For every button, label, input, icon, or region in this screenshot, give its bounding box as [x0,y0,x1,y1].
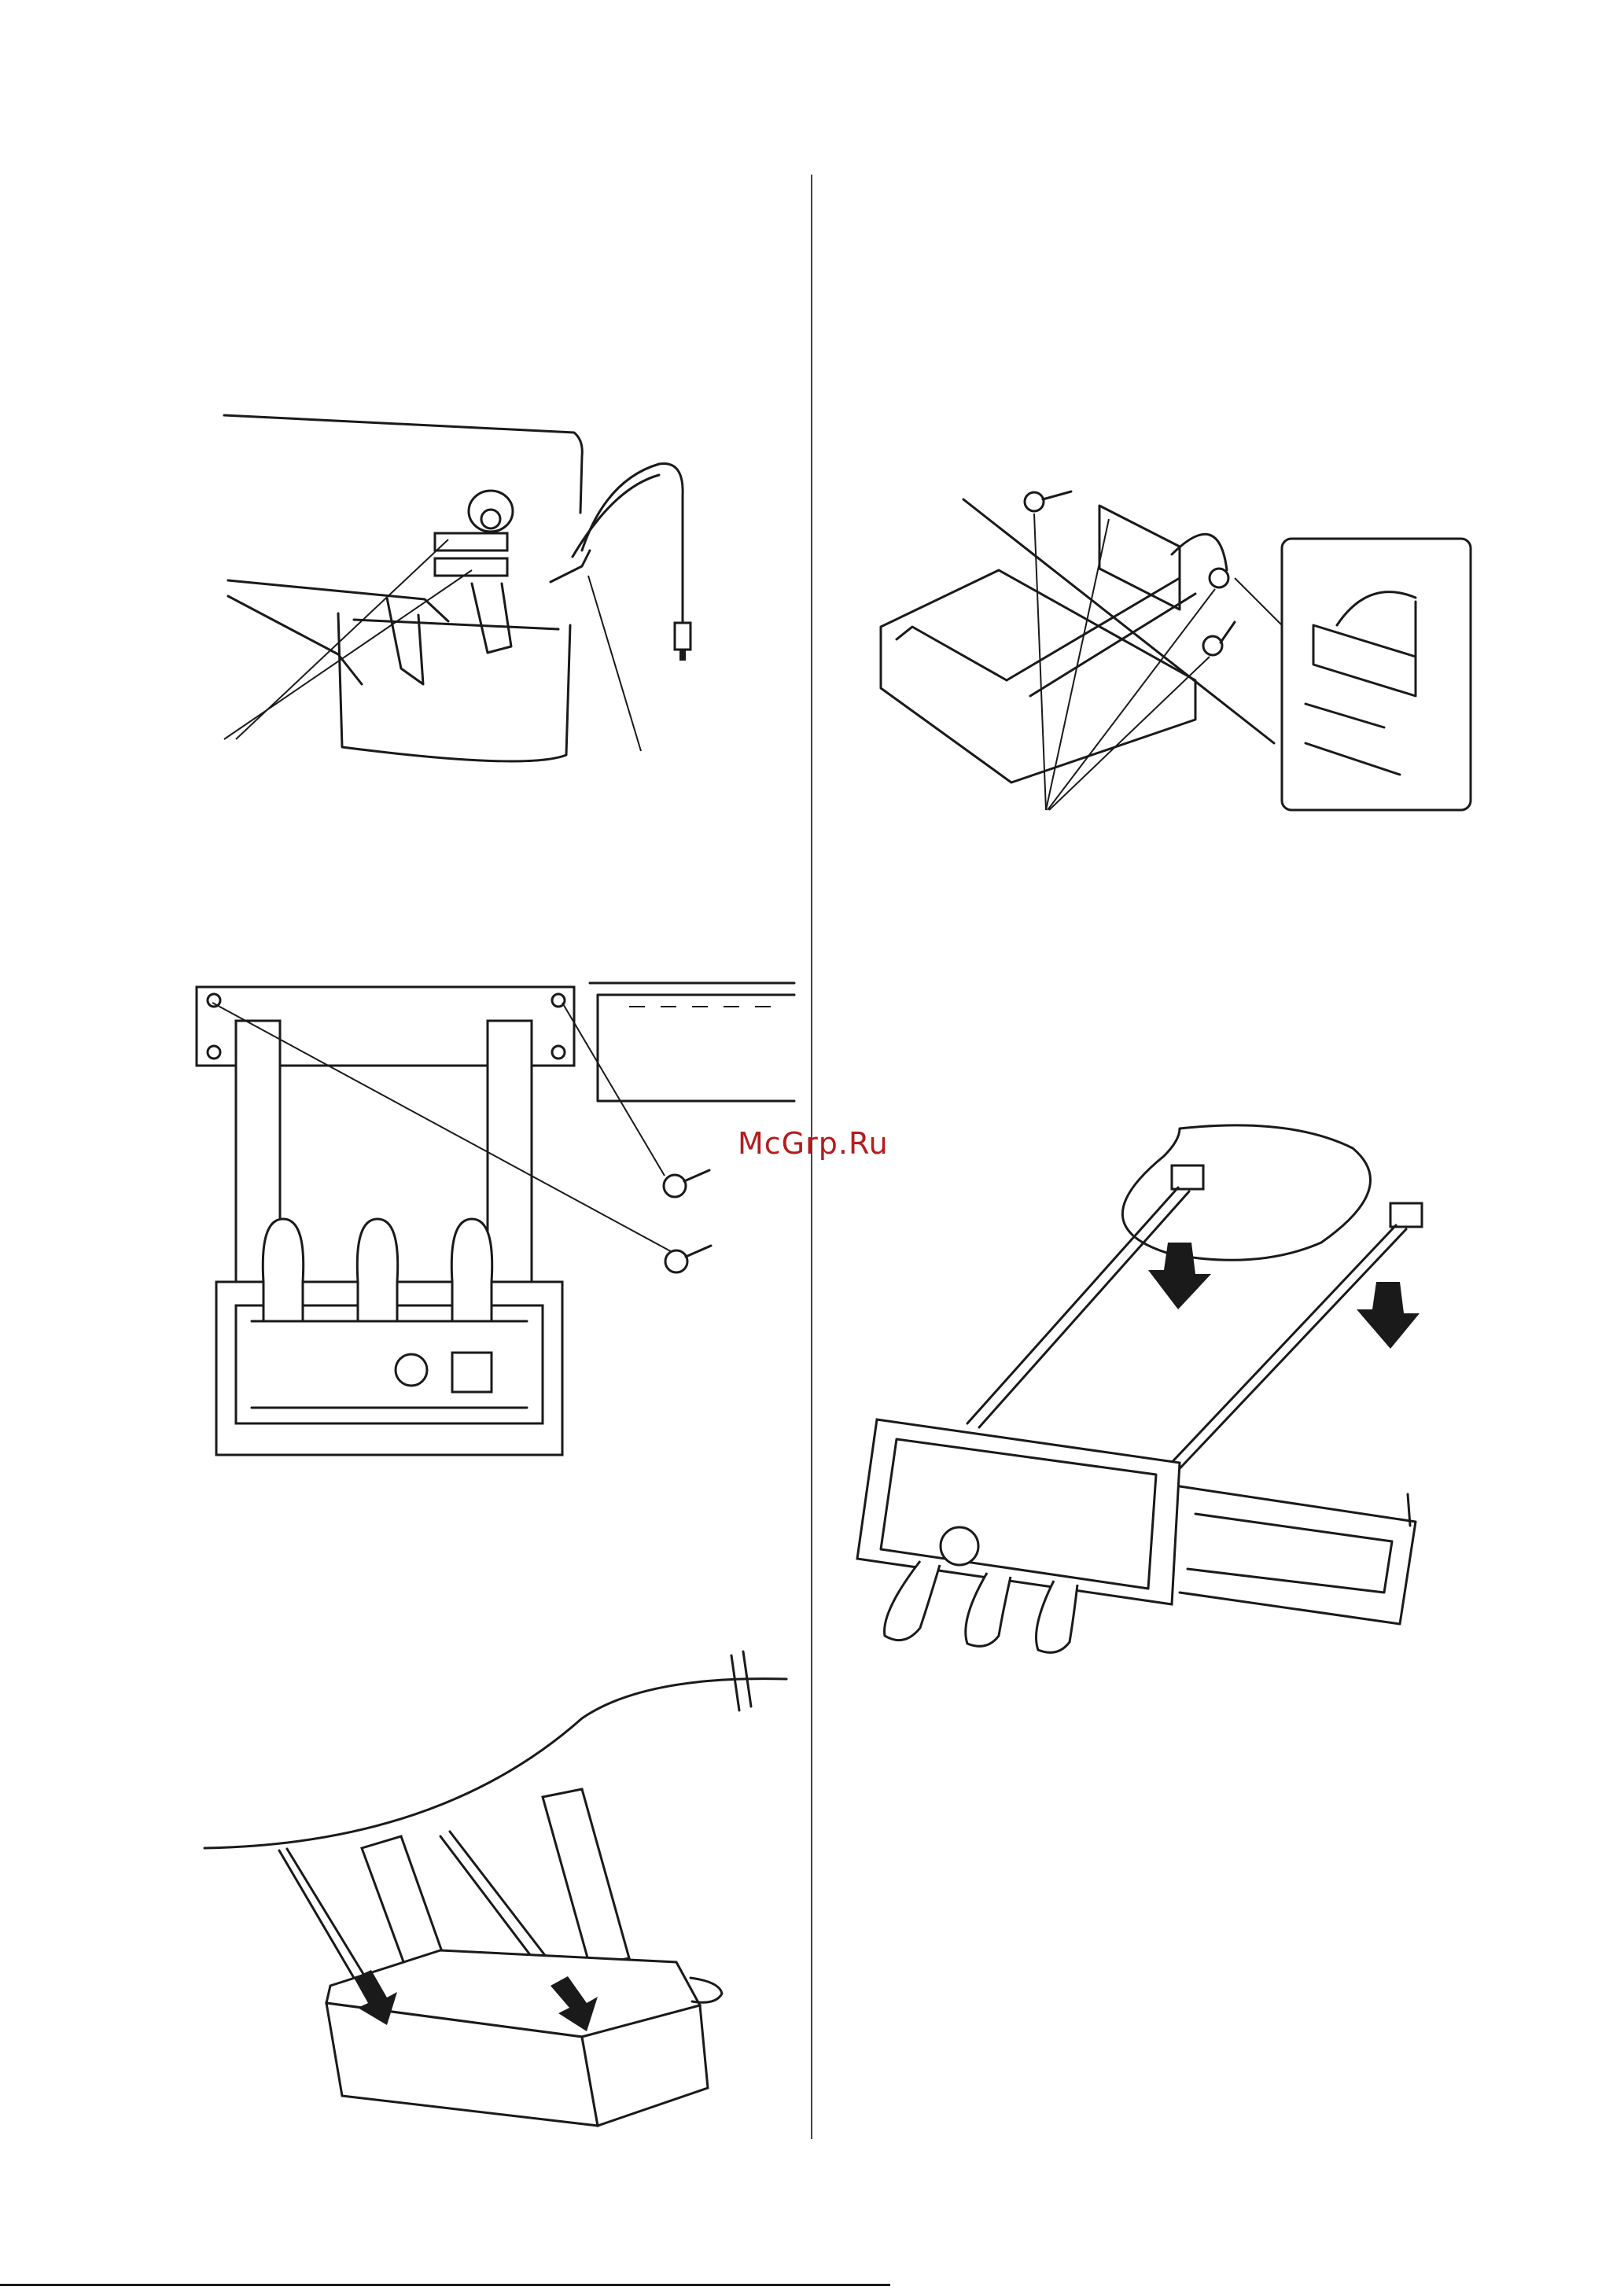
watermark-text: McGrp.Ru [738,1126,889,1161]
bottom-rule [0,2284,890,2286]
pedal-box-rear-illustration [189,983,794,1471]
side-panel-screw-illustration [865,460,1479,822]
legs-into-base-illustration [204,1648,786,2119]
pedal-box-hook-illustration [849,1125,1479,1691]
cable-holder-illustration [212,401,810,763]
